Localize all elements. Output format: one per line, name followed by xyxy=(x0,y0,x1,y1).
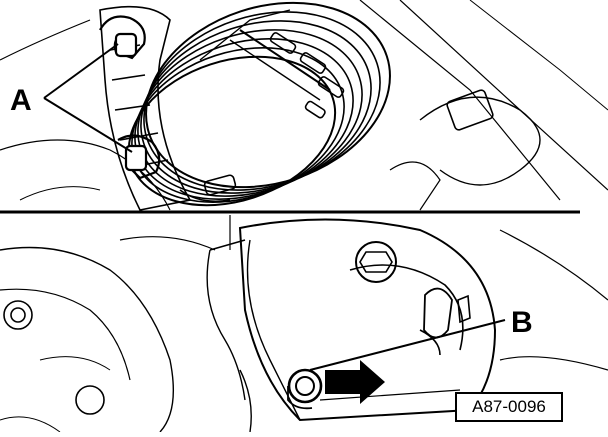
bottom-panel xyxy=(0,215,608,433)
reference-code: A87-0096 xyxy=(472,397,546,416)
top-panel xyxy=(0,0,608,211)
arrow-right-icon xyxy=(325,360,385,404)
callout-a-leaders xyxy=(43,43,133,153)
bolt-b xyxy=(287,368,323,410)
reference-code-box: A87-0096 xyxy=(455,392,563,422)
callout-b-leader xyxy=(309,319,506,371)
callout-label-b: B xyxy=(511,306,533,339)
pulley xyxy=(127,1,391,207)
top-bolt xyxy=(355,241,397,283)
callout-label-a: A xyxy=(10,84,32,117)
